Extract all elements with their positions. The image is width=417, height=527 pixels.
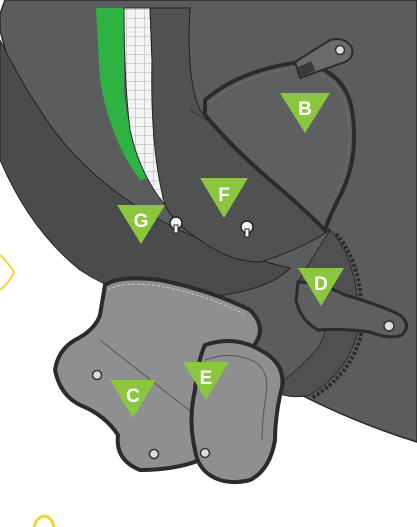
marker-f-label: F [218,185,230,206]
marker-c-label: C [126,386,140,407]
marker-e-label: E [200,368,213,389]
panel-c-snap-1 [93,371,102,380]
marker-d-label: D [314,274,328,295]
yellow-outline-left [0,255,14,290]
yellow-outline-bottom [34,516,54,527]
marker-g-label: G [134,211,149,232]
panel-c-snap-2 [150,450,159,459]
panel-e-snap [201,449,210,458]
panel-d-snap [384,321,394,331]
top-tab-snap [336,46,345,55]
marker-b-label: B [298,99,312,120]
